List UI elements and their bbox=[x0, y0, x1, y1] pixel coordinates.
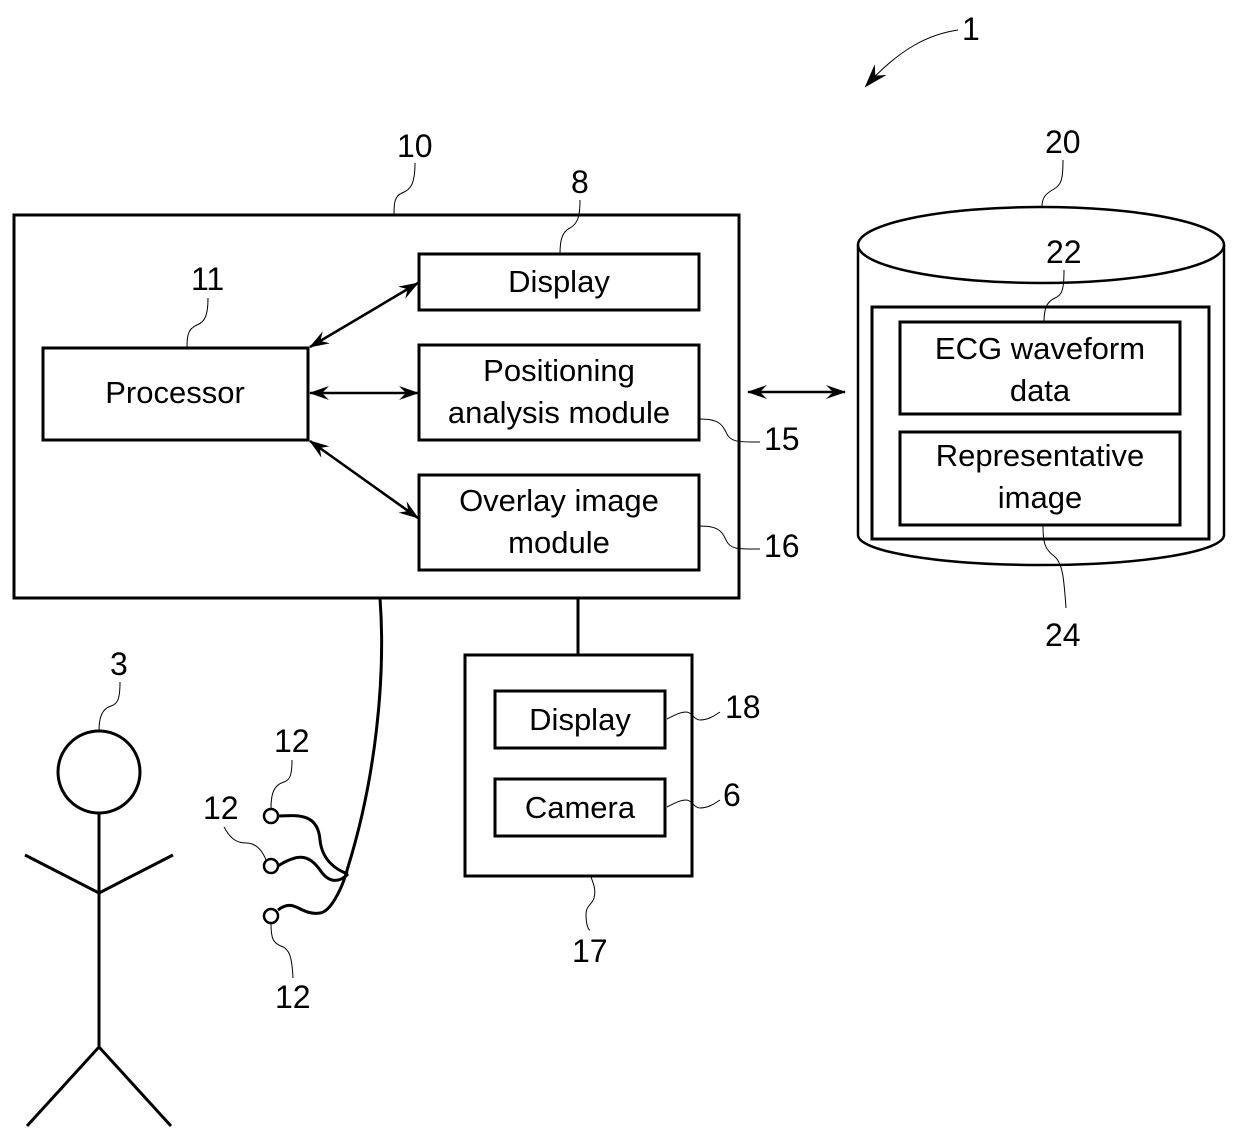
display-label: Display bbox=[508, 264, 610, 299]
camera-label: Camera bbox=[525, 790, 636, 825]
patient-figure: 3 bbox=[25, 646, 173, 1126]
ref-label-11: 11 bbox=[191, 261, 224, 297]
electrode-3 bbox=[264, 909, 278, 923]
ecg-data-label-line1: ECG waveform bbox=[935, 331, 1145, 366]
ref-label-20: 20 bbox=[1045, 124, 1081, 160]
ref-label-24: 24 bbox=[1045, 617, 1081, 653]
database: 20 ECG waveform data 22 Representative i… bbox=[858, 124, 1224, 653]
mobile-device: Display Camera 18 6 17 bbox=[465, 598, 761, 969]
ref-label-3: 3 bbox=[110, 646, 128, 682]
system-pointer-arrow bbox=[866, 30, 958, 86]
ref-label-18: 18 bbox=[725, 689, 761, 725]
ref-label-8: 8 bbox=[571, 164, 589, 200]
patient-right-arm bbox=[99, 855, 173, 893]
computing-device: 10 Processor 11 Display 8 Positioning an… bbox=[14, 128, 800, 598]
representative-image-label-line2: image bbox=[998, 480, 1082, 515]
ref-label-1: 1 bbox=[962, 11, 980, 47]
patient-head bbox=[58, 731, 140, 813]
patient-left-leg bbox=[27, 1047, 99, 1126]
database-cylinder-top bbox=[858, 207, 1224, 283]
leader-12-bottom bbox=[271, 924, 293, 978]
mobile-device-box bbox=[465, 655, 692, 876]
positioning-module-label-line2: analysis module bbox=[448, 395, 670, 430]
patient-right-leg bbox=[99, 1047, 171, 1126]
ref-label-15: 15 bbox=[764, 421, 800, 457]
leader-17 bbox=[586, 877, 595, 930]
ref-label-17: 17 bbox=[572, 933, 608, 969]
overlay-module-label-line1: Overlay image bbox=[459, 483, 659, 518]
ref-label-10: 10 bbox=[397, 128, 433, 164]
ref-label-22: 22 bbox=[1046, 234, 1082, 270]
electrode-wire-1 bbox=[278, 816, 348, 874]
electrode-1 bbox=[264, 809, 278, 823]
mobile-display-label: Display bbox=[529, 702, 631, 737]
ref-label-6: 6 bbox=[723, 777, 741, 813]
positioning-module-label-line1: Positioning bbox=[483, 353, 635, 388]
overlay-module-label-line2: module bbox=[508, 525, 610, 560]
system-reference: 1 bbox=[866, 11, 980, 86]
leader-10 bbox=[394, 163, 415, 215]
ref-label-12-middle: 12 bbox=[203, 790, 239, 826]
leader-3 bbox=[99, 682, 120, 731]
electrode-assembly: 12 12 12 bbox=[203, 598, 382, 1015]
leader-12-middle bbox=[224, 827, 266, 860]
patient-left-arm bbox=[25, 855, 99, 893]
representative-image-label-line1: Representative bbox=[936, 438, 1145, 473]
ref-label-12-bottom: 12 bbox=[275, 979, 311, 1015]
ref-label-16: 16 bbox=[764, 528, 800, 564]
ecg-data-label-line2: data bbox=[1010, 373, 1071, 408]
electrode-2 bbox=[264, 859, 278, 873]
processor-label: Processor bbox=[105, 375, 245, 410]
ref-label-12-top: 12 bbox=[274, 723, 310, 759]
leader-12-top bbox=[271, 760, 292, 808]
leader-20 bbox=[1042, 160, 1063, 207]
